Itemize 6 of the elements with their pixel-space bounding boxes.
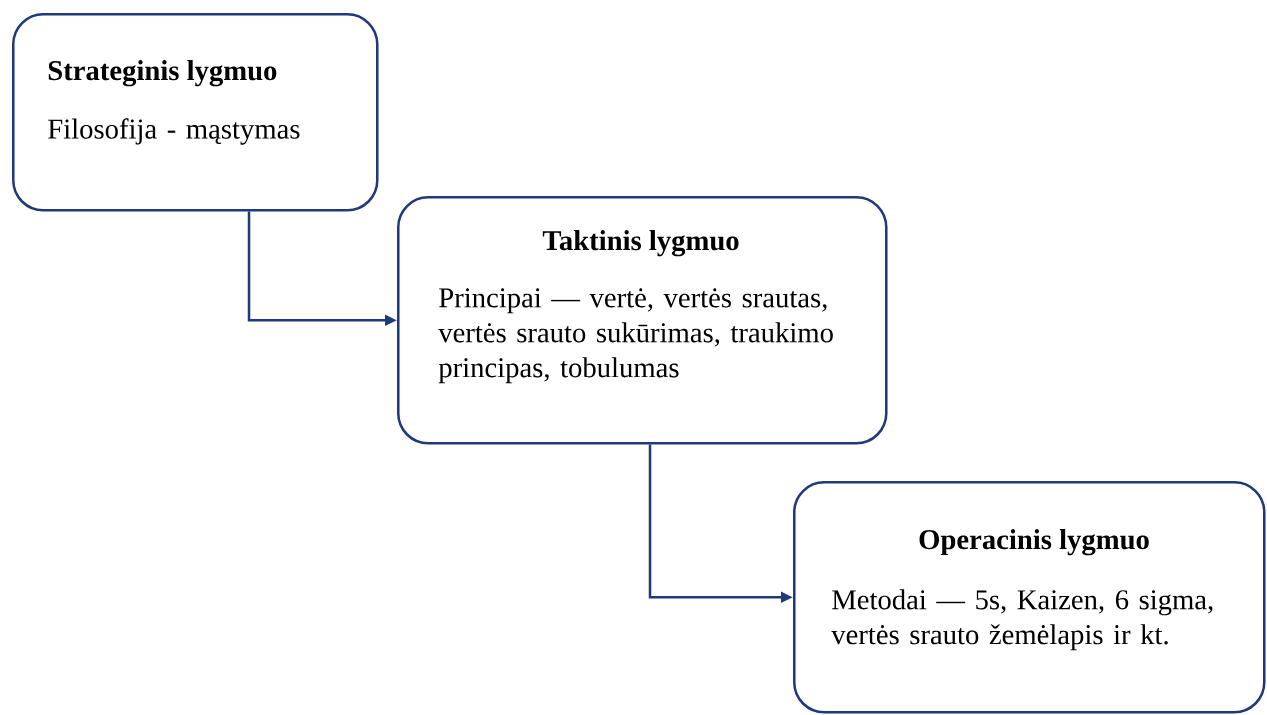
box-heading: Strateginis lygmuo (48, 60, 277, 87)
box-text: Principai — vertė, vertės srautas, vertės srauto sukūrimas, traukimo principas, tobulumas (438, 288, 833, 384)
box-text: Filosofija - mąstymas (48, 118, 300, 145)
box-text: Metodai — 5s, Kaizen, 6 sigma, vertės srauto žemėlapis ir kt. (831, 589, 1213, 651)
box-heading: Operacinis lygmuo (919, 529, 1149, 556)
box-heading: Taktinis lygmuo (542, 230, 739, 257)
